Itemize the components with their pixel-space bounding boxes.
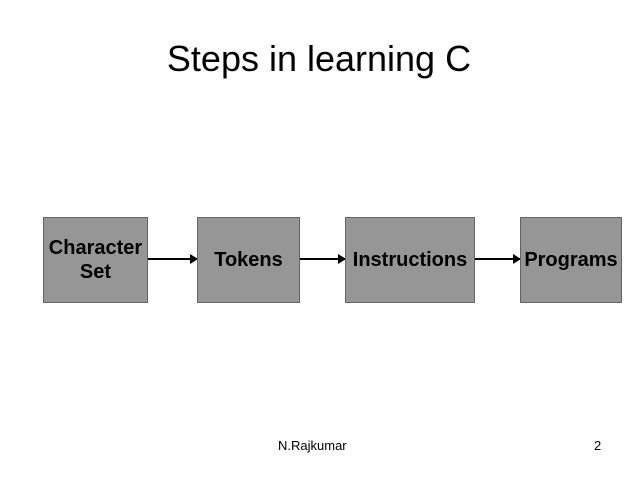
flow-box-instructions: Instructions [345,217,475,303]
flow-box-label: Instructions [352,249,468,271]
flow-box-programs: Programs [520,217,622,303]
flow-box-label: Programs [524,249,618,271]
flow-arrow-tokens-to-instructions [300,253,346,265]
footer-page-number: 2 [594,438,602,453]
flow-box-tokens: Tokens [197,217,300,303]
flow-box-label: Tokens [214,249,283,271]
arrow-shaft [300,258,346,260]
flow-box-character-set: Character Set [43,217,148,303]
flow-arrow-instructions-to-programs [475,253,521,265]
arrow-head-icon [190,254,198,264]
arrow-shaft [475,258,521,260]
arrow-head-icon [513,254,521,264]
arrow-shaft [148,258,198,260]
page-title: Steps in learning C [166,38,472,79]
footer-author: N.Rajkumar [278,438,347,453]
flow-arrow-character-set-to-tokens [148,253,198,265]
arrow-head-icon [338,254,346,264]
flow-box-label: Character Set [48,237,143,283]
